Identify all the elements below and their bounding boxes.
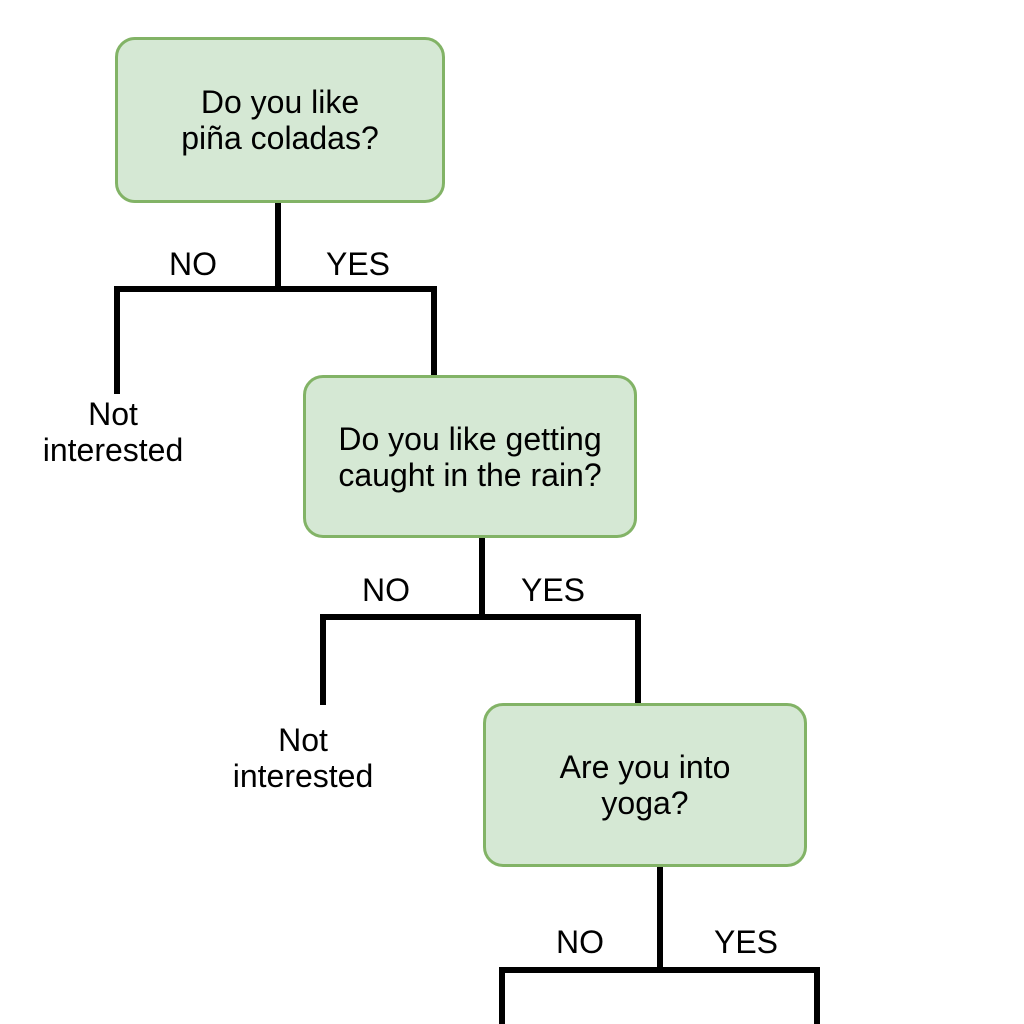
node-question-yoga-line2: yoga? [601,785,689,821]
outcome-not-interested-2-line2: interested [232,758,374,794]
outcome-not-interested-1-line1: Not [88,396,138,432]
node-question-caught-in-rain: Do you like getting caught in the rain? [303,375,637,538]
edge-q2-no-drop [320,614,326,705]
edge-q1-branch-bar [114,286,437,292]
edge-q1-stem [275,202,281,292]
branch-label-q2-no: NO [362,572,410,608]
node-question-caught-in-rain-line1: Do you like getting [338,420,602,457]
edge-q3-no-drop [499,967,505,1024]
node-question-pina-coladas-line1: Do you like [200,84,360,120]
node-question-yoga-line1: Are you into [559,749,731,785]
outcome-not-interested-1-line2: interested [42,432,184,468]
edge-q2-stem [479,536,485,620]
edge-q3-stem [657,865,663,973]
edge-q1-no-drop [114,286,120,394]
outcome-not-interested-2: Not interested [233,722,374,794]
edge-q1-yes-drop [431,286,437,378]
branch-label-q1-no: NO [169,246,217,282]
branch-label-q3-yes: YES [713,924,779,960]
node-question-caught-in-rain-line2: caught in the rain? [338,456,602,493]
node-question-pina-coladas: Do you like piña coladas? [115,37,445,203]
outcome-not-interested-1: Not interested [43,396,184,468]
edge-q2-branch-bar [320,614,641,620]
branch-label-q3-no: NO [556,924,604,960]
edge-q3-branch-bar [499,967,820,973]
branch-label-q1-yes: YES [325,246,391,282]
edge-q2-yes-drop [635,614,641,706]
branch-label-q2-yes: YES [520,572,586,608]
node-question-yoga: Are you into yoga? [483,703,807,867]
outcome-not-interested-2-line1: Not [278,722,328,758]
edge-q3-yes-drop [814,967,820,1024]
node-question-pina-coladas-line2: piña coladas? [181,120,379,156]
